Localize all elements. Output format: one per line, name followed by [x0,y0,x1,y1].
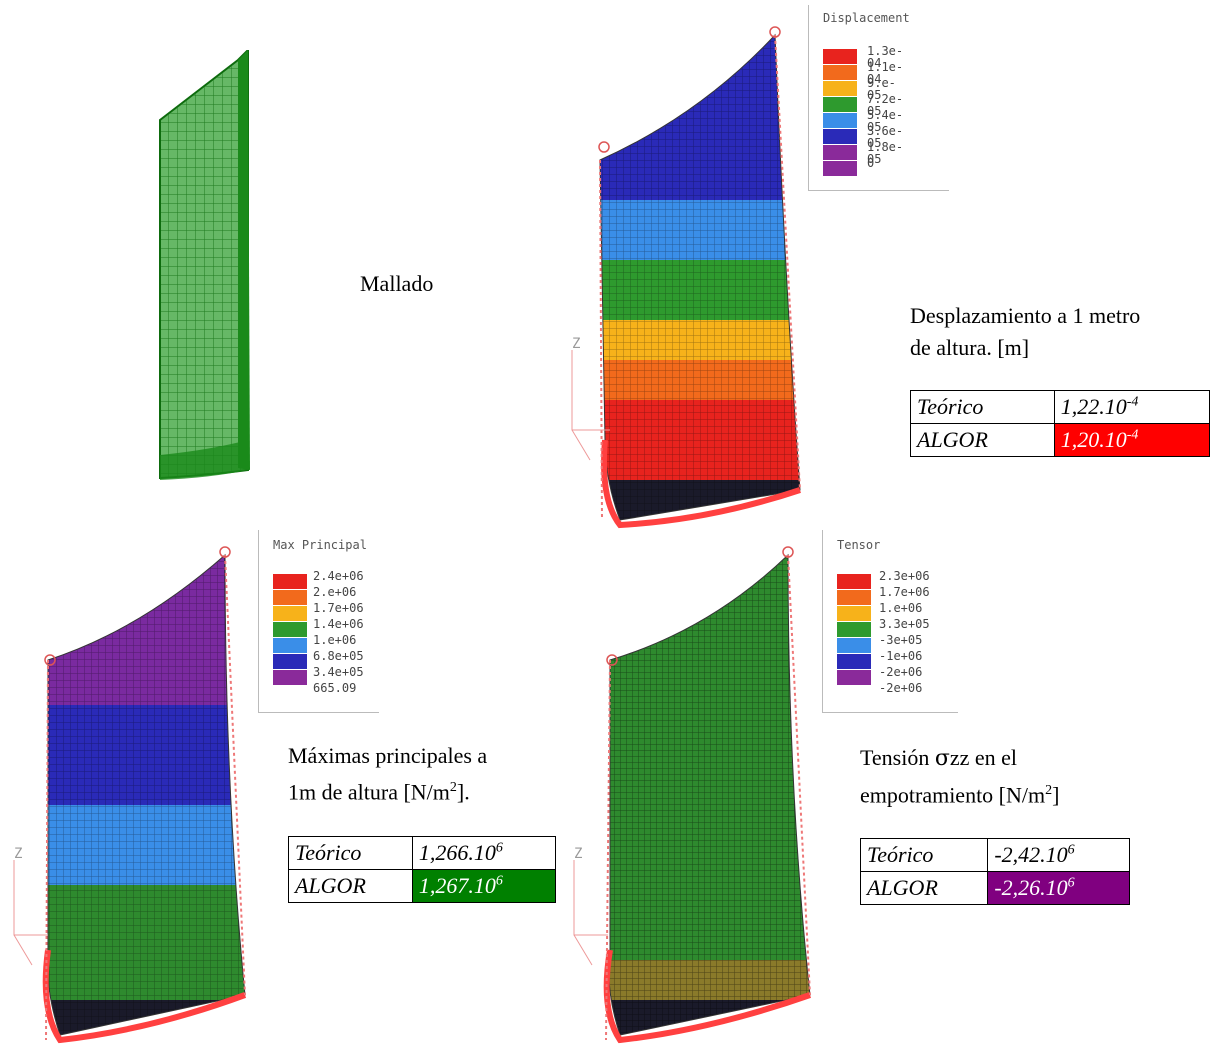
legend-swatch [823,81,857,96]
legend-swatch [273,654,307,669]
row-label: ALGOR [910,423,1055,457]
legend-swatch [823,65,857,80]
caption-mesh: Mallado [360,271,434,296]
row-value: -2,26.106 [987,871,1130,905]
caption-displacement: Desplazamiento a 1 metro de altura. [m] [910,303,1141,360]
legend-swatch [273,574,307,589]
legend-label: 3.4e+05 [313,665,364,679]
row-label: Teórico [288,836,413,870]
legend-principal: Max Principal 2.4e+06 2.e+06 1.7e+06 1.4e+0… [258,530,379,713]
caption-principal: Máximas principales a 1m de altura [N/m2… [288,743,488,805]
legend-swatch [273,622,307,637]
principal-plot: Z [13,546,247,1044]
axis-triad [573,860,608,966]
axis-label-z: Z [14,846,22,862]
axis-triad [571,350,610,461]
legend-tensor: Tensor 2.3e+06 1.7e+06 1.e+06 3.3e+05 -3e+05… [822,530,958,713]
legend-swatch [823,97,857,112]
legend-label: 1.3e-04 [867,44,904,70]
legend-label: 3.6e-05 [867,124,904,150]
row-value: -2,42.106 [987,838,1130,872]
legend-label: 2.3e+06 [879,569,930,583]
legend-swatch [823,145,857,160]
legend-swatch [273,670,307,685]
legend-label: -1e+06 [879,649,923,663]
legend-label: 1.1e-04 [867,60,904,86]
tensor-plot: Z [573,546,811,1044]
legend-swatch [837,590,871,605]
legend-label: 0 [867,156,875,170]
legend-swatch [837,654,871,669]
legend-label: 1.8e-05 [867,140,904,166]
row-label: Teórico [910,390,1055,424]
legend-swatch [837,638,871,653]
row-label: ALGOR [288,869,413,903]
mesh-shell [159,50,249,480]
row-label: Teórico [859,838,989,872]
legend-label: 1.e+06 [313,633,357,647]
legend-swatch [837,606,871,621]
legend-label: 665.09 [313,681,357,695]
row-label: ALGOR [859,871,989,905]
legend-swatch [273,590,307,605]
table-row: Teórico-2,42.106 [859,838,1130,872]
displacement-plot: Z [571,26,801,529]
legend-label: 1.4e+06 [313,617,364,631]
legend-swatch [823,161,857,176]
legend-swatch [273,638,307,653]
axis-triad [13,860,48,966]
row-value: 1,20.10-4 [1053,423,1211,457]
legend-title: Max Principal [273,538,367,552]
legend-label: 5.4e-05 [867,108,904,134]
caption-tensor: Tensión σzz en el empotramiento [N/m2] [860,745,1060,808]
legend-swatch [837,622,871,637]
row-value: 1,266.106 [411,836,557,870]
legend-title: Displacement [823,11,910,25]
table-row: ALGOR-2,26.106 [859,871,1130,905]
legend-label: 1.7e+06 [879,585,930,599]
legend-label: -3e+05 [879,633,923,647]
legend-swatch [823,49,857,64]
legend-title: Tensor [837,538,881,552]
legend-label: -2e+06 [879,681,923,695]
axis-label-z: Z [574,846,582,862]
legend-label: 1.e+06 [879,601,923,615]
legend-swatch [837,574,871,589]
legend-label: 6.8e+05 [313,649,364,663]
legend-label: 3.3e+05 [879,617,930,631]
legend-swatch [273,606,307,621]
legend-label: 2.e+06 [313,585,357,599]
legend-label: -2e+06 [879,665,923,679]
mesh-plot [159,50,250,480]
row-value: 1,22.10-4 [1053,390,1211,424]
legend-swatch [823,129,857,144]
legend-swatch [823,113,857,128]
legend-label: 9.e-05 [867,76,896,102]
legend-label: 7.2e-05 [867,92,904,118]
legend-label: 1.7e+06 [313,601,364,615]
row-value: 1,267.106 [411,869,557,903]
axis-label-z: Z [572,336,580,352]
legend-label: 2.4e+06 [313,569,364,583]
legend-swatch [837,670,871,685]
